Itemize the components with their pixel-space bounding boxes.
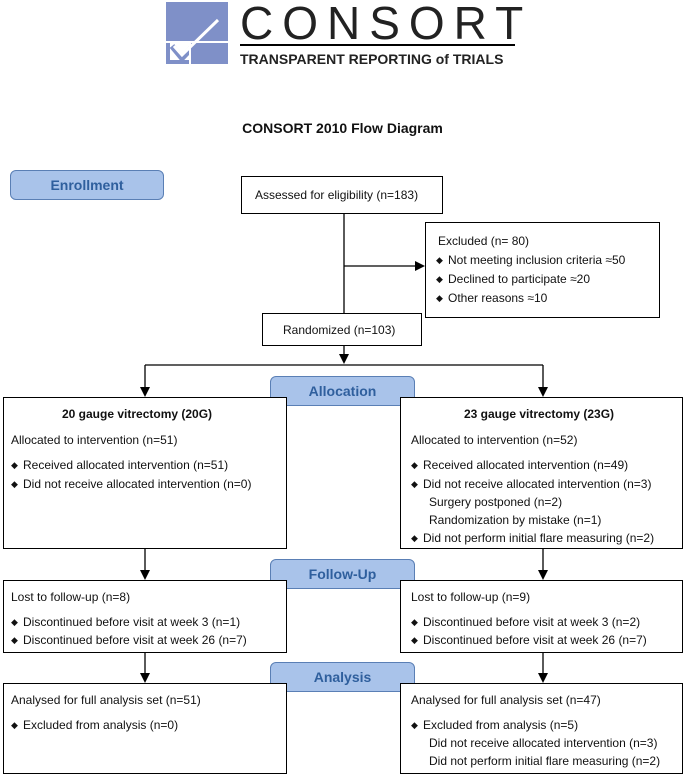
left-analysis-box: Analysed for full analysis set (n=51) ◆E… bbox=[3, 683, 287, 774]
right-not-received: ◆Did not receive allocated intervention … bbox=[411, 477, 652, 491]
right-postponed: Surgery postponed (n=2) bbox=[429, 495, 563, 509]
left-excluded: ◆Excluded from analysis (n=0) bbox=[11, 718, 179, 732]
right-arm-title: 23 gauge vitrectomy (23G) bbox=[464, 407, 615, 421]
stage-enrollment: Enrollment bbox=[10, 170, 164, 200]
left-allocation-box: 20 gauge vitrectomy (20G) Allocated to i… bbox=[3, 397, 287, 549]
bullet-icon: ◆ bbox=[411, 479, 418, 489]
left-arm-title: 20 gauge vitrectomy (20G) bbox=[62, 407, 213, 421]
assessed-box: Assessed for eligibility (n=183) bbox=[241, 176, 443, 214]
bullet-icon: ◆ bbox=[11, 720, 18, 730]
right-analysis-box: Analysed for full analysis set (n=47) ◆E… bbox=[400, 683, 683, 774]
right-disc3: ◆Discontinued before visit at week 3 (n=… bbox=[411, 615, 641, 629]
right-disc26: ◆Discontinued before visit at week 26 (n… bbox=[411, 633, 647, 647]
right-lost: Lost to follow-up (n=9) bbox=[411, 590, 531, 604]
bullet-icon: ◆ bbox=[411, 720, 418, 730]
left-analysed: Analysed for full analysis set (n=51) bbox=[11, 693, 201, 707]
bullet-icon: ◆ bbox=[411, 617, 418, 627]
bullet-icon: ◆ bbox=[436, 255, 443, 265]
right-no-flare: ◆Did not perform initial flare measuring… bbox=[411, 531, 655, 545]
right-followup-box: Lost to follow-up (n=9) ◆Discontinued be… bbox=[400, 580, 683, 653]
randomized-box: Randomized (n=103) bbox=[262, 313, 422, 346]
excluded-item: ◆Declined to participate ≈20 bbox=[436, 272, 591, 286]
bullet-icon: ◆ bbox=[436, 293, 443, 303]
right-mistake: Randomization by mistake (n=1) bbox=[429, 513, 602, 527]
stage-allocation: Allocation bbox=[270, 376, 415, 406]
right-ex-not-received: Did not receive allocated intervention (… bbox=[429, 736, 658, 750]
right-ex-no-flare: Did not perform initial flare measuring … bbox=[429, 754, 661, 768]
bullet-icon: ◆ bbox=[411, 460, 418, 470]
bullet-icon: ◆ bbox=[11, 617, 18, 627]
left-disc26: ◆Discontinued before visit at week 26 (n… bbox=[11, 633, 247, 647]
logo-tagline: TRANSPARENT REPORTING of TRIALS bbox=[240, 51, 504, 67]
stage-analysis: Analysis bbox=[270, 662, 415, 692]
excluded-box: Excluded (n= 80) ◆Not meeting inclusion … bbox=[425, 222, 660, 318]
right-excluded: ◆Excluded from analysis (n=5) bbox=[411, 718, 579, 732]
left-followup-box: Lost to follow-up (n=8) ◆Discontinued be… bbox=[3, 580, 287, 653]
left-received: ◆Received allocated intervention (n=51) bbox=[11, 458, 229, 472]
right-analysed: Analysed for full analysis set (n=47) bbox=[411, 693, 601, 707]
assessed-text: Assessed for eligibility (n=183) bbox=[255, 188, 419, 202]
bullet-icon: ◆ bbox=[11, 479, 18, 489]
right-received: ◆Received allocated intervention (n=49) bbox=[411, 458, 629, 472]
bullet-icon: ◆ bbox=[411, 533, 418, 543]
excluded-item: ◆Not meeting inclusion criteria ≈50 bbox=[436, 253, 626, 267]
randomized-text: Randomized (n=103) bbox=[283, 323, 396, 337]
bullet-icon: ◆ bbox=[436, 274, 443, 284]
consort-logo-mark bbox=[166, 2, 228, 64]
logo-divider bbox=[240, 44, 515, 46]
left-not-received: ◆Did not receive allocated intervention … bbox=[11, 477, 252, 491]
left-lost: Lost to follow-up (n=8) bbox=[11, 590, 131, 604]
right-allocated: Allocated to intervention (n=52) bbox=[411, 433, 578, 447]
right-allocation-box: 23 gauge vitrectomy (23G) Allocated to i… bbox=[400, 397, 683, 549]
diagram-title: CONSORT 2010 Flow Diagram bbox=[242, 120, 443, 136]
left-disc3: ◆Discontinued before visit at week 3 (n=… bbox=[11, 615, 241, 629]
logo-wordmark: CONSORT bbox=[240, 0, 533, 49]
excluded-title: Excluded (n= 80) bbox=[438, 234, 530, 248]
bullet-icon: ◆ bbox=[11, 460, 18, 470]
bullet-icon: ◆ bbox=[11, 635, 18, 645]
left-allocated: Allocated to intervention (n=51) bbox=[11, 433, 178, 447]
stage-followup: Follow-Up bbox=[270, 559, 415, 589]
excluded-item: ◆Other reasons ≈10 bbox=[436, 291, 548, 305]
bullet-icon: ◆ bbox=[411, 635, 418, 645]
